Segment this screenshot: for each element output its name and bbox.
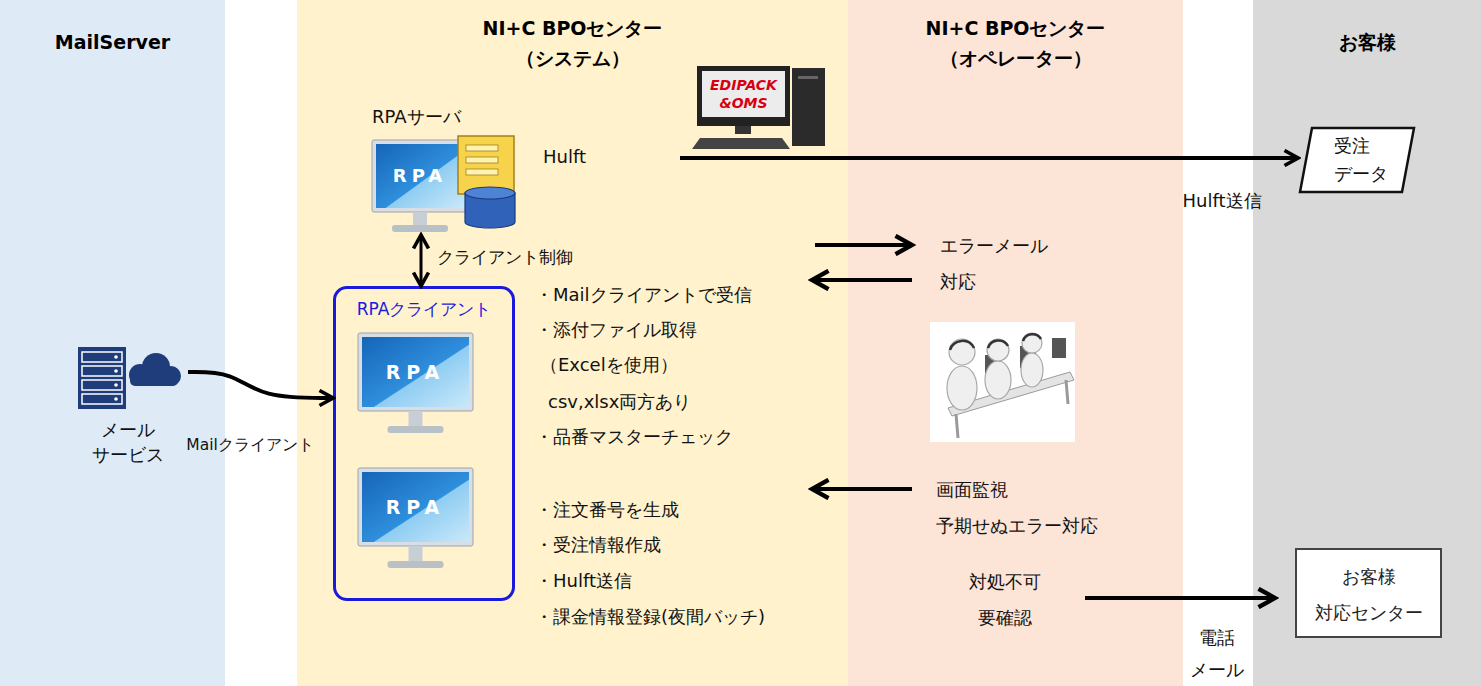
node-title: EDIPACK &OMS <box>702 71 785 117</box>
operator-illustration <box>930 322 1075 442</box>
column-band: MailServer メール サービス <box>0 0 225 686</box>
annotation-text: 対処不可 要確認 <box>969 564 1041 636</box>
flow-arrows <box>812 245 1275 598</box>
data-parallelogram: 受注 データ <box>1298 126 1416 194</box>
annotation-text: ・Hulft送信 <box>535 569 632 593</box>
rpa-monitor: RPA <box>358 468 473 568</box>
annotation-text: 電話 メール <box>1190 622 1244 686</box>
node-title: RPA <box>358 333 473 411</box>
rpa-monitor: RPA <box>358 333 473 433</box>
edge-label: Mailクライアント <box>186 433 313 457</box>
annotation-text: csv,xlsx両方あり <box>548 390 691 414</box>
node-title: メール サービス <box>92 417 164 467</box>
rpa-server: RPAサーバ RPA <box>360 105 480 235</box>
node-title: RPA <box>358 468 473 546</box>
edge-label: Hulft送信 <box>1182 189 1261 213</box>
node-title: NI+C BPOセンター （システム） <box>453 13 693 73</box>
node-title: RPAサーバ <box>372 105 461 129</box>
node-title: RPAクライアント <box>336 297 512 321</box>
node-title: NI+C BPOセンター （オペレーター） <box>896 13 1136 73</box>
flow-arrow <box>188 372 333 398</box>
column-band: お客様受注 データお客様 対応センター <box>1253 0 1481 686</box>
annotation-text: エラーメール 対応 <box>940 228 1048 300</box>
flow-arrow <box>420 235 423 286</box>
annotation-text: ・受注情報作成 <box>535 533 661 557</box>
storage-server-icon <box>458 136 515 228</box>
edipack-computer: EDIPACK &OMS <box>680 62 830 162</box>
annotation-text: （Excelを使用） <box>540 353 678 377</box>
annotation-text: ・Mailクライアントで受信 <box>535 283 752 307</box>
mail-service-icon: メール サービス <box>68 343 188 468</box>
rpa-client-group: RPAクライアント RPA RPA <box>333 286 515 601</box>
node-text: RPA <box>372 140 468 212</box>
annotation-text: ・添付ファイル取得 <box>535 318 697 342</box>
annotation-text: ・品番マスターチェック <box>535 425 733 449</box>
annotation-text: Hulft <box>543 145 586 169</box>
annotation-text: 画面監視 予期せぬエラー対応 <box>936 472 1098 544</box>
node-title: お客様 <box>1267 27 1467 57</box>
edge-label: クライアント制御 <box>437 245 573 269</box>
annotation-text: ・課金情報登録(夜間バッチ) <box>535 605 765 629</box>
annotation-text: ・注文番号を生成 <box>535 498 679 522</box>
process-box: お客様 対応センター <box>1295 548 1442 638</box>
node-title: お客様 対応センター <box>1315 559 1423 631</box>
node-title: MailServer <box>13 27 213 57</box>
flow-arrow <box>680 156 1298 160</box>
node-title: 受注 データ <box>1334 132 1388 188</box>
